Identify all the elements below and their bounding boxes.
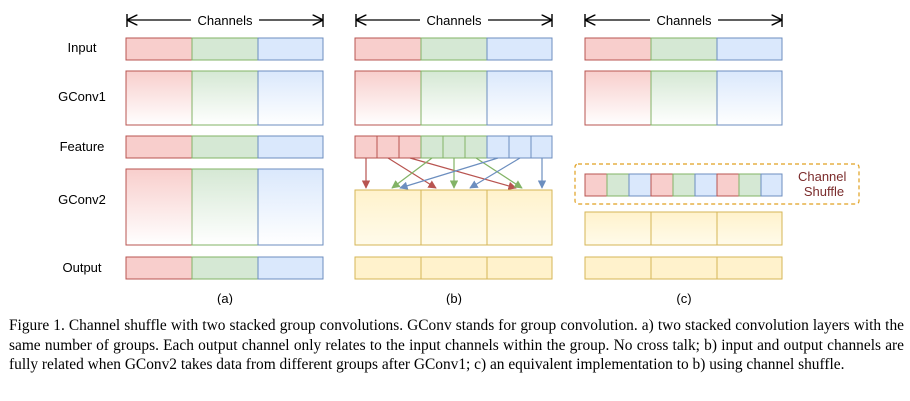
row-label-output: Output: [62, 260, 101, 275]
panel-label-b: (b): [446, 291, 462, 305]
gconv2-groups-b: [354, 189, 553, 246]
channel-shuffle-label-line1: Channel: [798, 169, 847, 184]
input-groups-b: [354, 37, 553, 61]
panel-c: Channels Channel Shuffle: [574, 13, 860, 305]
input-groups-a: [125, 37, 324, 61]
output-groups-a: [125, 256, 324, 280]
channel-shuffle-figure: Input GConv1 Feature GConv2 Output Chann…: [58, 13, 860, 305]
input-groups-c: [584, 37, 783, 61]
row-labels: Input GConv1 Feature GConv2 Output: [58, 40, 106, 275]
channels-arrow-c: Channels: [584, 13, 783, 28]
row-label-gconv2: GConv2: [58, 192, 106, 207]
panel-label-c: (c): [676, 291, 691, 305]
channels-label-a: Channels: [198, 13, 253, 28]
cross-group-arrows: [361, 157, 547, 190]
feature-groups-a: [125, 135, 324, 159]
feature-subchannels-b: [354, 135, 553, 159]
gconv1-groups-b: [354, 70, 553, 126]
shuffled-channels: [584, 173, 783, 197]
panel-label-a: (a): [217, 291, 233, 305]
gconv2-groups-a: [125, 168, 324, 246]
row-label-feature: Feature: [60, 139, 105, 154]
figure-caption: Figure 1. Channel shuffle with two stack…: [9, 317, 904, 373]
channels-label-b: Channels: [427, 13, 482, 28]
gconv2-groups-c: [584, 211, 783, 246]
output-groups-c: [584, 256, 783, 280]
channels-label-c: Channels: [657, 13, 712, 28]
output-groups-b: [354, 256, 553, 280]
panel-b: Channels: [354, 13, 553, 305]
row-label-input: Input: [68, 40, 97, 55]
channel-shuffle-label: Channel Shuffle: [798, 169, 850, 199]
channel-shuffle-label-line2: Shuffle: [804, 184, 844, 199]
row-label-gconv1: GConv1: [58, 89, 106, 104]
channels-arrow-b: Channels: [355, 13, 553, 28]
gconv1-groups-c: [584, 70, 783, 126]
channels-arrow-a: Channels: [126, 13, 324, 28]
panel-a: Channels (a: [125, 13, 324, 305]
gconv1-groups-a: [125, 70, 324, 126]
